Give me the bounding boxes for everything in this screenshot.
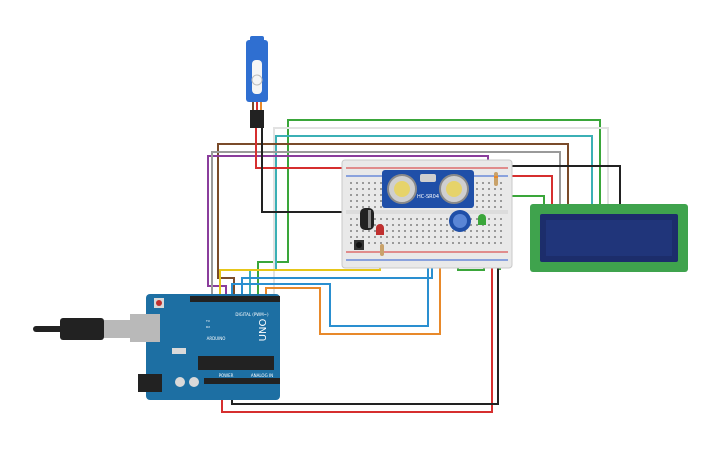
servo-motor[interactable] <box>246 36 268 128</box>
lcd-display[interactable] <box>530 204 688 272</box>
arduino-analog-label: ANALOG IN <box>251 373 273 378</box>
green-led[interactable] <box>478 214 486 225</box>
resistor-2 <box>380 244 384 256</box>
resistor-1 <box>494 172 498 186</box>
red-led[interactable] <box>376 224 384 235</box>
wire-blue-loop[interactable] <box>231 228 429 327</box>
wire-red-lcd[interactable] <box>500 175 553 205</box>
capacitor[interactable] <box>360 208 374 230</box>
wire-orange-loop[interactable] <box>265 228 441 335</box>
push-button[interactable] <box>354 240 364 250</box>
power-jack <box>138 374 162 392</box>
potentiometer[interactable] <box>449 210 471 232</box>
arduino-rx-label: RX <box>206 325 210 329</box>
ultrasonic-label: HC-SR04 <box>417 194 439 200</box>
arduino-model-label: UNO <box>258 319 269 342</box>
wire-green-long[interactable] <box>257 119 601 296</box>
wire-brown-long[interactable] <box>217 143 569 296</box>
wire-black-servo[interactable] <box>261 128 362 213</box>
ultrasonic-sensor[interactable]: HC-SR04 <box>382 170 474 208</box>
arduino-power-label: POWER <box>219 373 234 378</box>
arduino-digital-label: DIGITAL (PWM~) <box>235 312 269 317</box>
usb-cable[interactable] <box>33 318 130 340</box>
wires <box>207 119 621 413</box>
arduino-tx-label: TX <box>205 319 210 323</box>
arduino-brand-label: ARDUINO <box>207 336 226 341</box>
wire-gray-long[interactable] <box>211 151 561 296</box>
usb-port <box>130 314 160 342</box>
arduino-board[interactable]: DIGITAL (PWM~) ARDUINO UNO POWER ANALOG … <box>130 294 280 400</box>
wire-black-lcd[interactable] <box>488 165 621 205</box>
wire-teal-long[interactable] <box>249 135 593 296</box>
wire-red-bottom[interactable] <box>221 244 493 413</box>
